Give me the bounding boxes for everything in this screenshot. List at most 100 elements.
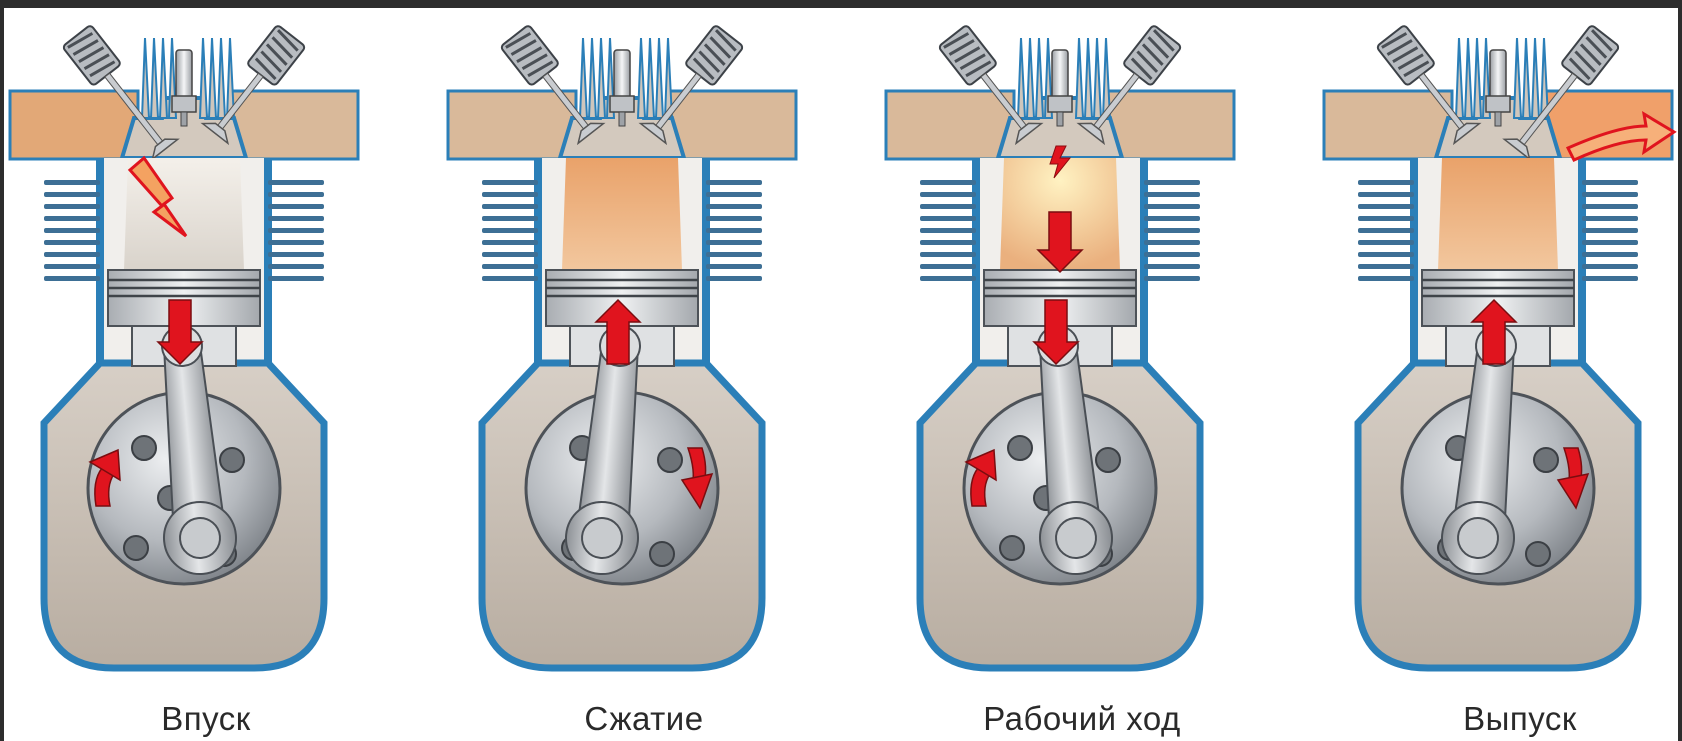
cooling-fin bbox=[920, 252, 976, 257]
cooling-fin bbox=[268, 252, 324, 257]
head-fin bbox=[142, 38, 149, 118]
spark-plug-tip bbox=[181, 112, 187, 126]
cooling-fin bbox=[482, 240, 538, 245]
head-fin bbox=[1514, 38, 1521, 118]
cooling-fin bbox=[1582, 216, 1638, 221]
cooling-fin bbox=[706, 180, 762, 185]
cooling-fin bbox=[920, 264, 976, 269]
engine-stroke-3 bbox=[886, 25, 1234, 668]
spark-plug-tip bbox=[619, 112, 625, 126]
caption-intake: Впуск bbox=[4, 700, 416, 738]
cooling-fin bbox=[706, 192, 762, 197]
head-fin bbox=[580, 38, 587, 118]
combustion-chamber bbox=[562, 158, 682, 270]
cooling-fin bbox=[1144, 240, 1200, 245]
spark-plug-hex bbox=[1048, 96, 1072, 112]
cooling-fin bbox=[1144, 228, 1200, 233]
cooling-fin bbox=[920, 228, 976, 233]
cooling-fin bbox=[1144, 252, 1200, 257]
cooling-fin bbox=[920, 192, 976, 197]
cooling-fin bbox=[1358, 204, 1414, 209]
head-fin bbox=[1465, 38, 1472, 118]
cooling-fin bbox=[1358, 216, 1414, 221]
diagram-frame: Впуск Сжатие Рабочий ход Выпуск bbox=[4, 8, 1678, 741]
cooling-fin bbox=[44, 228, 100, 233]
combustion-chamber bbox=[1438, 158, 1558, 270]
flywheel-hole bbox=[658, 448, 682, 472]
spark-plug-hex bbox=[172, 96, 196, 112]
engine-cycle-diagram bbox=[4, 8, 1678, 741]
head-fin bbox=[1456, 38, 1463, 118]
cooling-fin bbox=[920, 276, 976, 281]
cooling-fin bbox=[1144, 264, 1200, 269]
head-fin bbox=[1085, 38, 1092, 118]
cooling-fin bbox=[920, 240, 976, 245]
head-fin bbox=[589, 38, 596, 118]
cooling-fin bbox=[1358, 180, 1414, 185]
head-fin bbox=[1076, 38, 1083, 118]
cooling-fin bbox=[920, 216, 976, 221]
exhaust-port bbox=[1106, 91, 1234, 159]
cooling-fin bbox=[1144, 204, 1200, 209]
cooling-fin bbox=[268, 204, 324, 209]
cooling-fin bbox=[1144, 216, 1200, 221]
caption-compression: Сжатие bbox=[434, 700, 854, 738]
cooling-fin bbox=[44, 264, 100, 269]
cooling-fin bbox=[482, 252, 538, 257]
head-fin bbox=[1094, 38, 1101, 118]
cooling-fin bbox=[268, 192, 324, 197]
engine-stroke-4 bbox=[1324, 25, 1674, 668]
head-fin bbox=[1474, 38, 1481, 118]
cooling-fin bbox=[268, 276, 324, 281]
intake-port bbox=[10, 91, 138, 159]
cooling-fin bbox=[268, 264, 324, 269]
cooling-fin bbox=[1582, 204, 1638, 209]
head-fin bbox=[151, 38, 158, 118]
cooling-fin bbox=[44, 180, 100, 185]
exhaust-port bbox=[668, 91, 796, 159]
cooling-fin bbox=[1582, 228, 1638, 233]
cooling-fin bbox=[1582, 264, 1638, 269]
cooling-fin bbox=[1144, 276, 1200, 281]
flywheel-hole bbox=[1008, 436, 1032, 460]
cooling-fin bbox=[1358, 192, 1414, 197]
cooling-fin bbox=[268, 180, 324, 185]
head-fin bbox=[598, 38, 605, 118]
cooling-fin bbox=[482, 264, 538, 269]
head-fin bbox=[1018, 38, 1025, 118]
spark-plug-hex bbox=[1486, 96, 1510, 112]
cooling-fin bbox=[482, 228, 538, 233]
flywheel-hole bbox=[1000, 536, 1024, 560]
cooling-fin bbox=[1144, 180, 1200, 185]
cooling-fin bbox=[268, 228, 324, 233]
cooling-fin bbox=[706, 216, 762, 221]
cooling-fin bbox=[482, 216, 538, 221]
spark-plug-hex bbox=[610, 96, 634, 112]
cooling-fin bbox=[1582, 252, 1638, 257]
caption-power-stroke: Рабочий ход bbox=[872, 700, 1292, 738]
flywheel-hole bbox=[1526, 542, 1550, 566]
cooling-fin bbox=[706, 204, 762, 209]
cooling-fin bbox=[706, 276, 762, 281]
head-fin bbox=[1027, 38, 1034, 118]
intake-port bbox=[1324, 91, 1452, 159]
head-fin bbox=[1523, 38, 1530, 118]
head-fin bbox=[647, 38, 654, 118]
flywheel-hole bbox=[650, 542, 674, 566]
cooling-fin bbox=[1358, 252, 1414, 257]
head-fin bbox=[656, 38, 663, 118]
cooling-fin bbox=[706, 228, 762, 233]
cooling-fin bbox=[1358, 264, 1414, 269]
cooling-fin bbox=[706, 264, 762, 269]
intake-port bbox=[886, 91, 1014, 159]
spark-plug-tip bbox=[1495, 112, 1501, 126]
cooling-fin bbox=[920, 204, 976, 209]
head-fin bbox=[1036, 38, 1043, 118]
spark-plug-body bbox=[1052, 50, 1068, 98]
cooling-fin bbox=[1582, 192, 1638, 197]
head-fin bbox=[1532, 38, 1539, 118]
intake-port bbox=[448, 91, 576, 159]
cooling-fin bbox=[1582, 180, 1638, 185]
spark-plug-body bbox=[614, 50, 630, 98]
spark-plug-body bbox=[176, 50, 192, 98]
